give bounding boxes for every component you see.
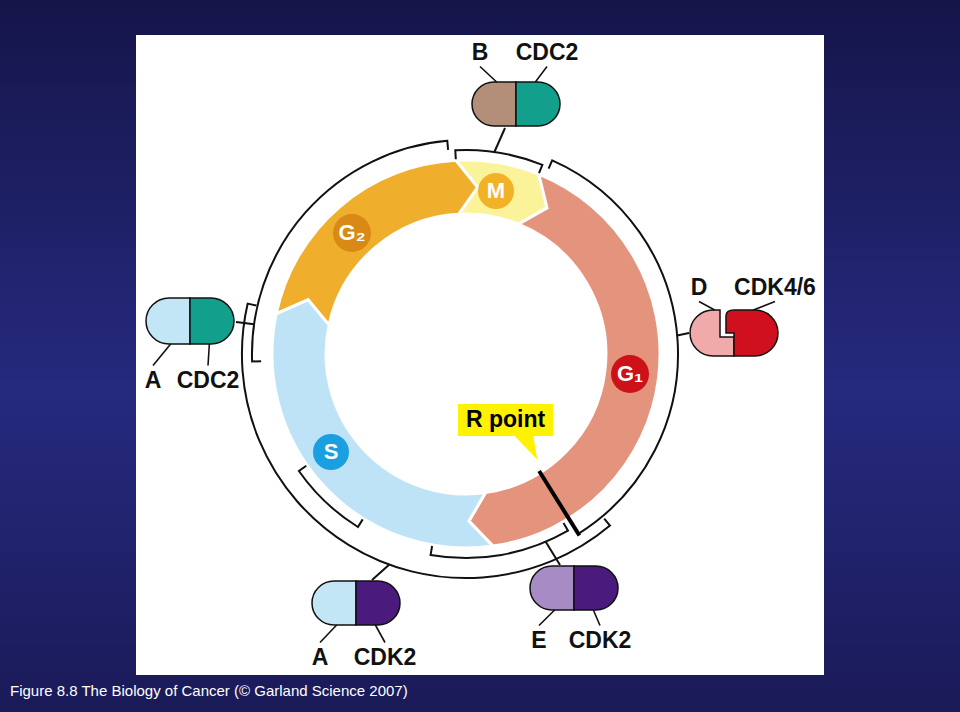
phase-name: G₁: [617, 363, 643, 385]
cdk-label: CDC2: [516, 41, 579, 64]
bracket-leader: [546, 542, 560, 565]
phase-circle: [333, 214, 371, 252]
phase-name: G₂: [339, 222, 366, 244]
cdk-label: CDK4/6: [734, 276, 816, 299]
cyclin-cdk-complex: E CDK2: [522, 562, 632, 656]
cyclin-cdk-complex: D CDK4/6: [680, 266, 825, 360]
cyclin-label: B: [472, 41, 489, 64]
label-leader: [320, 625, 337, 643]
cdk-label: CDK2: [569, 629, 632, 652]
cyclin-cdk-complex: A CDC2: [140, 294, 250, 398]
cyclin-cdk-complex: B CDC2: [455, 32, 585, 130]
cdk-shape: [356, 581, 400, 625]
bracket-leader: [677, 333, 689, 336]
phase-badge: M: [478, 173, 514, 209]
restriction-point-bar: [539, 471, 579, 535]
phase-bracket: [431, 523, 568, 558]
phase-badge: G₂: [333, 214, 371, 252]
phase-name: M: [487, 180, 505, 202]
phase-bracket: [252, 141, 448, 362]
phase-bracket: [299, 466, 363, 527]
g2-band: [276, 160, 477, 325]
label-leader: [208, 344, 209, 366]
cdk-shape: [574, 566, 618, 610]
cyclin-cdk-complex: A CDK2: [304, 577, 414, 673]
cyclin-shape: [312, 581, 356, 625]
bracket-leader: [372, 564, 389, 580]
label-leader: [535, 67, 547, 83]
phase-bracket: [549, 160, 678, 534]
phase-bracket: [242, 304, 610, 578]
cyclin-label: A: [312, 646, 329, 669]
restriction-point-tag: R point: [458, 404, 553, 436]
pointer-triangle: [513, 435, 537, 460]
phase-bracket: [455, 150, 542, 173]
label-leader: [593, 610, 600, 626]
cyclin-label: A: [145, 369, 162, 392]
cdk-shape: [726, 310, 778, 356]
cdk-shape: [516, 82, 560, 126]
label-leader: [480, 67, 497, 83]
cdk-shape: [190, 298, 234, 344]
phase-circle: [478, 173, 514, 209]
bracket-leader: [494, 128, 505, 152]
cyclin-label: E: [531, 629, 546, 652]
bracket-leader: [236, 322, 254, 324]
cyclin-shape: [146, 298, 190, 344]
cyclin-shape: [530, 566, 574, 610]
phase-name: S: [324, 441, 339, 463]
figure-caption: Figure 8.8 The Biology of Cancer (© Garl…: [10, 682, 408, 699]
phase-circle: [611, 355, 649, 393]
phase-circle: [313, 434, 349, 470]
phase-badge: G₁: [611, 355, 649, 393]
checkpoint-label: R point: [466, 406, 545, 434]
label-leader: [539, 610, 555, 626]
label-leader: [699, 302, 715, 311]
label-leader: [375, 625, 385, 643]
cdk-label: CDC2: [177, 369, 240, 392]
label-leader: [153, 344, 171, 366]
cyclin-label: D: [691, 276, 708, 299]
label-leader: [753, 302, 775, 311]
cyclin-shape: [472, 82, 516, 126]
phase-badge: S: [313, 434, 349, 470]
cdk-label: CDK2: [354, 646, 417, 669]
g1-band: [469, 174, 660, 546]
white-panel: [136, 35, 824, 675]
